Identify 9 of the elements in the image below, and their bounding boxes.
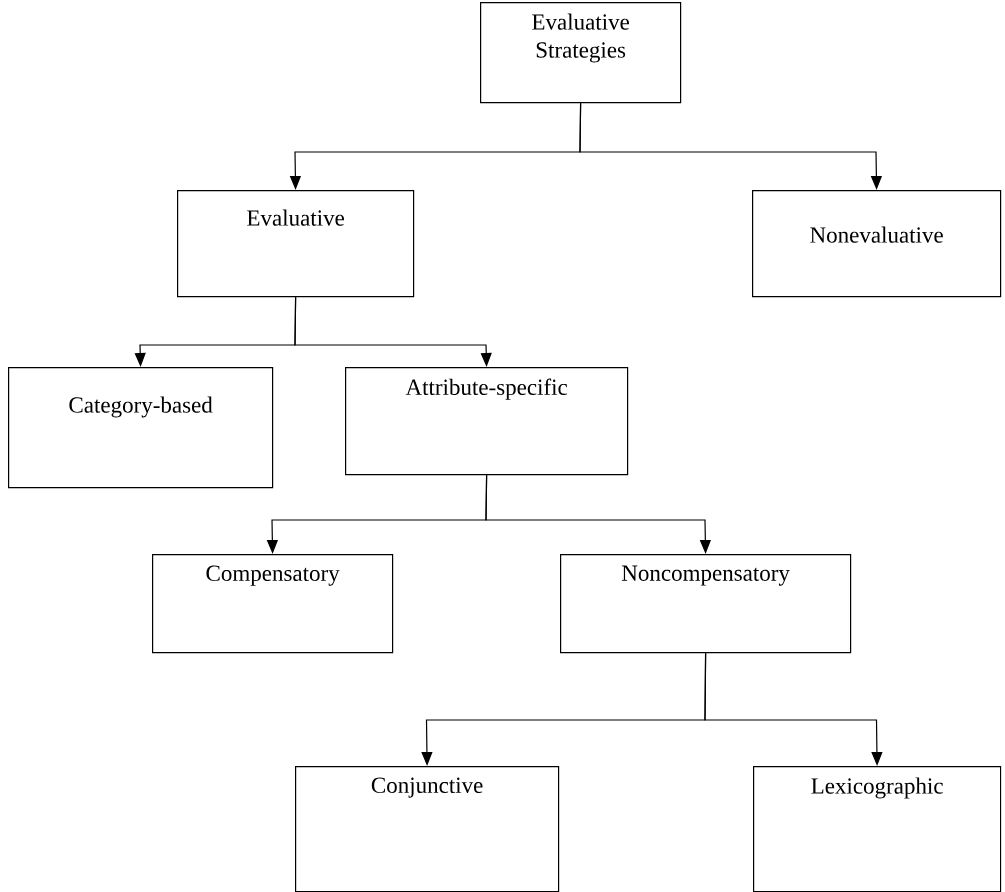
box: Category-based <box>8 367 274 489</box>
box: Attribute-specific <box>345 367 629 476</box>
box: Lexicographic <box>753 766 1002 892</box>
box: Conjunctive <box>295 766 560 892</box>
box: Nonevaluative <box>752 190 1002 298</box>
box: Evaluative <box>177 190 415 298</box>
box: Evaluative Strategies <box>480 2 682 104</box>
box: Noncompensatory <box>560 554 852 654</box>
box: Compensatory <box>152 554 394 654</box>
